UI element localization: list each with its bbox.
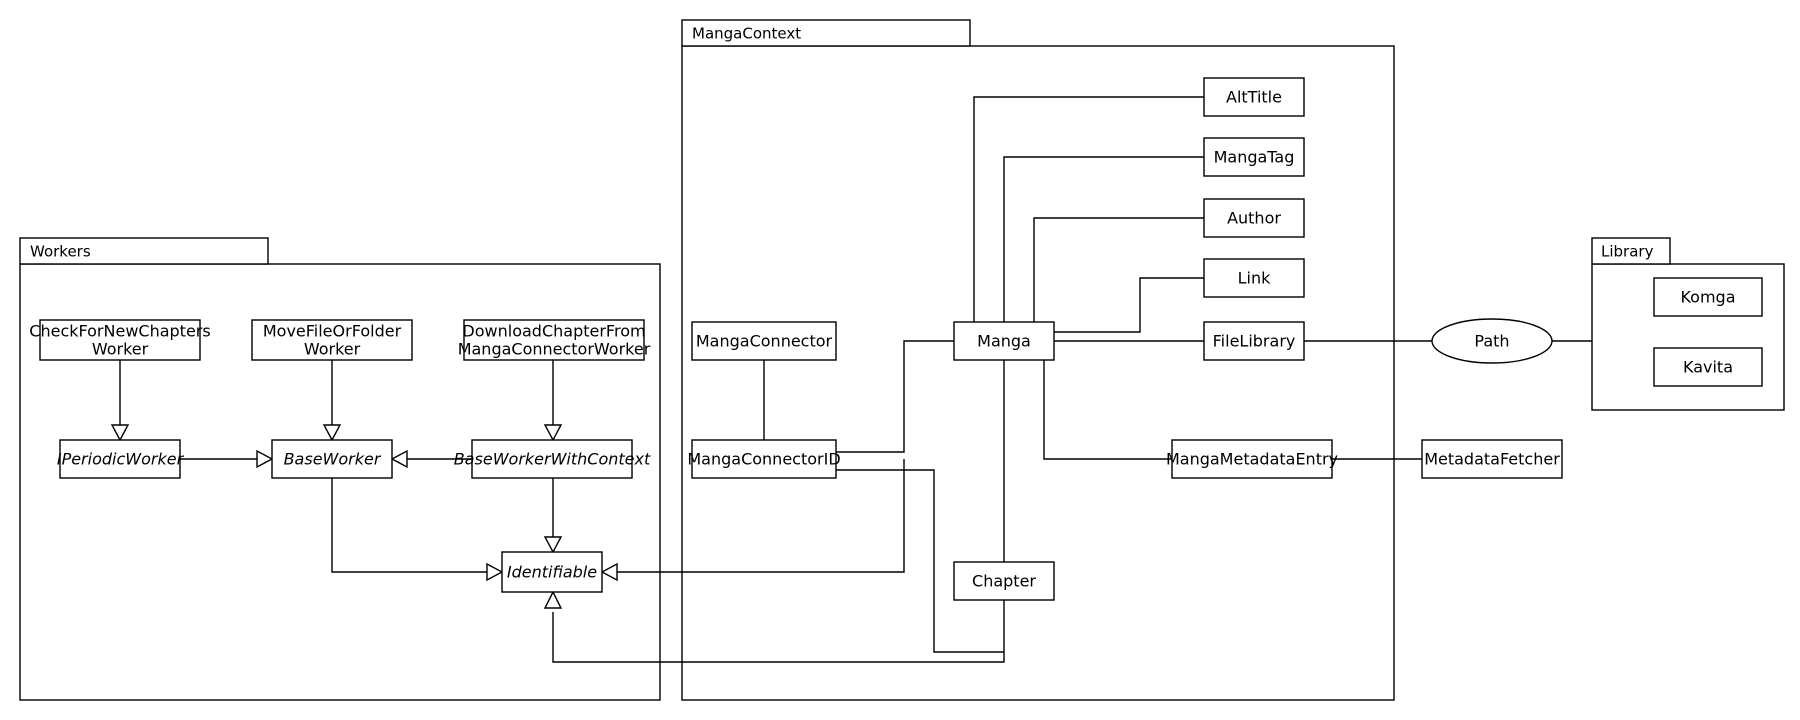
class-chapter[interactable]: Chapter: [953, 561, 1055, 601]
edge-manga-to-mangatag: [1003, 156, 1204, 322]
class-chapter-box[interactable]: [953, 561, 1055, 601]
node-path-ellipse[interactable]: [1431, 318, 1553, 364]
arrowhead-identifiable-top: [543, 536, 563, 554]
class-identifiable-label: Identifiable: [507, 563, 597, 582]
class-komga-box[interactable]: [1653, 277, 1763, 317]
class-alttitle-label: AltTitle: [1226, 88, 1282, 107]
class-identifiable-box[interactable]: [501, 551, 603, 593]
class-author-box[interactable]: [1203, 198, 1305, 238]
class-link[interactable]: Link: [1203, 258, 1305, 298]
edge-manga-to-alttitle: [973, 96, 1204, 322]
edge-manga-to-link: [1054, 277, 1204, 333]
class-checkfornewchaptersworker-label-1: CheckForNewChapters: [29, 322, 210, 341]
class-alttitle-box[interactable]: [1203, 77, 1305, 117]
package-library-tab: [1591, 237, 1671, 265]
class-checkfornewchaptersworker-label-2: Worker: [92, 340, 149, 359]
class-checkfornewchaptersworker-box[interactable]: [39, 319, 201, 361]
class-mangametadataentry-label: MangaMetadataEntry: [1166, 450, 1338, 469]
arrowhead-identifiable-left: [486, 562, 504, 582]
class-identifiable[interactable]: Identifiable: [501, 551, 603, 593]
class-mangatag[interactable]: MangaTag: [1203, 137, 1305, 177]
class-chapter-label: Chapter: [972, 572, 1036, 591]
class-manga-box[interactable]: [953, 321, 1055, 361]
class-baseworkerwithcontext[interactable]: BaseWorkerWithContext: [454, 439, 651, 479]
class-baseworkerwithcontext-box[interactable]: [471, 439, 633, 479]
class-manga-label: Manga: [977, 332, 1031, 351]
class-metadatafetcher-box[interactable]: [1421, 439, 1563, 479]
node-path[interactable]: Path: [1431, 318, 1553, 364]
class-movefileorfolderworker[interactable]: MoveFileOrFolder Worker: [251, 319, 413, 361]
class-movefileorfolderworker-box[interactable]: [251, 319, 413, 361]
class-alttitle[interactable]: AltTitle: [1203, 77, 1305, 117]
class-author[interactable]: Author: [1203, 198, 1305, 238]
edge-manga-to-mangametadataentry: [1043, 360, 1172, 460]
edge-chapter-to-identifiable: [552, 600, 1005, 663]
class-movefileorfolderworker-label-1: MoveFileOrFolder: [263, 322, 402, 341]
arrowhead-baseworker-right: [390, 449, 408, 469]
class-mangaconnector-box[interactable]: [691, 321, 837, 361]
class-komga-label: Komga: [1680, 288, 1735, 307]
relationship-edges: [110, 96, 1592, 663]
arrowhead-baseworkerwithcontext-top: [543, 424, 563, 442]
class-metadatafetcher-label: MetadataFetcher: [1424, 450, 1560, 469]
edge-manga-to-author: [1033, 217, 1204, 322]
edge-mangaconnectorid-to-manga: [836, 340, 954, 453]
class-downloadchapterfrommangaconnectorworker-label-2: MangaConnectorWorker: [458, 340, 651, 359]
node-path-label: Path: [1474, 332, 1509, 351]
class-downloadchapterfrommangaconnectorworker[interactable]: DownloadChapterFrom MangaConnectorWorker: [458, 319, 651, 361]
class-mangaconnector[interactable]: MangaConnector: [691, 321, 837, 361]
class-author-label: Author: [1227, 209, 1281, 228]
package-library-label: Library: [1601, 243, 1654, 261]
class-mangatag-box[interactable]: [1203, 137, 1305, 177]
class-link-box[interactable]: [1203, 258, 1305, 298]
class-downloadchapterfrommangaconnectorworker-box[interactable]: [463, 319, 645, 361]
arrowhead-baseworker-left: [256, 449, 274, 469]
class-komga[interactable]: Komga: [1653, 277, 1763, 317]
class-baseworker-label: BaseWorker: [284, 450, 382, 469]
class-mangaconnectorid[interactable]: MangaConnectorID: [687, 439, 841, 479]
arrowhead-baseworker-top: [322, 424, 342, 442]
class-kavita-box[interactable]: [1653, 347, 1763, 387]
class-baseworkerwithcontext-label: BaseWorkerWithContext: [454, 450, 651, 469]
package-workers-tab: [19, 237, 269, 265]
class-mangametadataentry-box[interactable]: [1171, 439, 1333, 479]
class-iperiodicworker-label: IPeriodicWorker: [57, 450, 185, 469]
arrowhead-iperiodicworker-top: [110, 424, 130, 442]
class-iperiodicworker[interactable]: IPeriodicWorker: [57, 439, 185, 479]
class-iperiodicworker-box[interactable]: [59, 439, 181, 479]
class-baseworker[interactable]: BaseWorker: [271, 439, 393, 479]
class-filelibrary[interactable]: FileLibrary: [1203, 321, 1305, 361]
class-mangametadataentry[interactable]: MangaMetadataEntry: [1166, 439, 1338, 479]
class-mangatag-label: MangaTag: [1214, 148, 1295, 167]
class-kavita[interactable]: Kavita: [1653, 347, 1763, 387]
edge-mangaconnectorid-to-chapter: [836, 469, 1004, 653]
class-movefileorfolderworker-label-2: Worker: [304, 340, 361, 359]
package-mangacontext-label: MangaContext: [692, 25, 801, 43]
arrowhead-identifiable-bottom: [543, 590, 563, 609]
class-filelibrary-label: FileLibrary: [1213, 332, 1296, 351]
class-mangaconnectorid-box[interactable]: [691, 439, 837, 479]
package-workers-label: Workers: [30, 243, 91, 261]
arrowhead-identifiable-right: [600, 562, 618, 582]
class-mangaconnectorid-label: MangaConnectorID: [687, 450, 840, 469]
class-filelibrary-box[interactable]: [1203, 321, 1305, 361]
class-baseworker-box[interactable]: [271, 439, 393, 479]
class-manga[interactable]: Manga: [953, 321, 1055, 361]
edge-mangaconnectorid-to-identifiable: [616, 459, 905, 573]
class-metadatafetcher[interactable]: MetadataFetcher: [1421, 439, 1563, 479]
class-kavita-label: Kavita: [1683, 358, 1733, 377]
class-mangaconnector-label: MangaConnector: [696, 332, 833, 351]
class-link-label: Link: [1238, 269, 1272, 288]
package-mangacontext-tab: [681, 19, 971, 47]
class-checkfornewchaptersworker[interactable]: CheckForNewChapters Worker: [29, 319, 211, 361]
class-downloadchapterfrommangaconnectorworker-label-1: DownloadChapterFrom: [462, 322, 645, 341]
edge-baseworker-to-identifiable: [331, 478, 488, 573]
